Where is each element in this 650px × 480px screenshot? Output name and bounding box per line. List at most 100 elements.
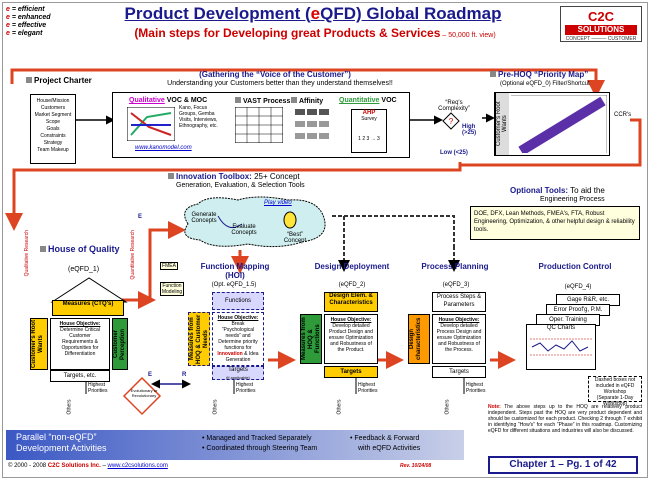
toolbox-eval: Evaluate Concepts (231, 224, 257, 236)
qual-title: Qualitative VOC & MOC (129, 97, 207, 104)
prehoq-col: Customer's Root Wants (495, 93, 509, 155)
dd-hp: Highest Priorities (358, 382, 378, 394)
title-pre: Product Development ( (124, 4, 311, 23)
parallel-b4: with eQFD Activities (358, 445, 421, 452)
prehoq-ccr: CCR's (614, 112, 632, 118)
pp-targets: Targets (432, 366, 486, 378)
dd-cell: Design Elem. & Characteristics (324, 292, 378, 312)
footer-url[interactable]: www.c2csolutions.com (107, 463, 168, 469)
vast-grid (235, 107, 283, 143)
footer: © 2000 - 2008 C2C Solutions Inc. – www.c… (8, 463, 168, 469)
toolbox-line2: Generation, Evaluation, & Selection Tool… (176, 182, 305, 189)
toolbox-gen: Generate Concepts (191, 212, 217, 224)
footer-copy: © 2000 - 2008 (8, 463, 48, 469)
prehoq-low: Low (<25) (440, 150, 468, 156)
quant-title: Quantitative VOC (339, 97, 397, 104)
pc-note-text: Dashed boxes not included in eQFD Worksh… (594, 377, 636, 395)
toolbox-title2: 25+ Concept (251, 172, 300, 181)
footer-rev: Rev. 10/24/08 (400, 463, 432, 469)
pc-note: Dashed boxes not included in eQFD Worksh… (588, 376, 642, 407)
parallel-b2: Coordinated through Steering Team (206, 445, 318, 452)
fm-funcs: Functions (212, 292, 264, 310)
hoq-root: Customer's Root Wants (30, 318, 48, 370)
parallel-title: Parallel “non-eQFD”Development Activitie… (16, 432, 107, 454)
hoq-objective: House Objective: Determine Critical Cust… (50, 318, 110, 370)
pc-note-sub: (Separate 1-Day Workshop) (596, 395, 634, 407)
prehoq-map: Customer's Root Wants Importance (494, 92, 610, 156)
note-text: Note: The above steps up to the HOQ are … (488, 404, 642, 434)
dd-side: Measures from HOQ & Functions (300, 314, 322, 364)
page-number: Chapter 1 – Pg. 1 of 42 (488, 456, 638, 474)
qc-chart (530, 338, 592, 356)
decision-diamond: ? (442, 112, 460, 130)
title-post: QFD) Global Roadmap (320, 4, 502, 23)
subtitle-small: – 50,000 ft. view) (440, 32, 496, 39)
fm-others: Others (212, 399, 219, 415)
hoq-sub: (eQFD_1) (68, 266, 100, 273)
qual-rest: VOC & MOC (164, 97, 208, 104)
pc-qc: QC Charts (526, 324, 596, 370)
prehoq-grid (511, 95, 607, 153)
charter-title-text: Project Charter (34, 76, 92, 85)
pp-cell: Process Steps & Parameters (432, 292, 486, 312)
parallel-bullets: • Managed and Tracked Separately• Coordi… (202, 435, 318, 452)
fm-targets-sub: (if applicable) (226, 375, 250, 380)
parallel-l1: Parallel “non-eQFD” (16, 432, 97, 442)
pp-objective: House Objective: Develop detailed Proces… (432, 314, 486, 364)
e-label: E (148, 372, 153, 378)
hoq-perc: Customer Perception (112, 318, 128, 370)
fm-targets: Targets(if applicable) (212, 366, 264, 380)
optional-text: DOE, DFX, Lean Methods, FMEA's, FTA, Rob… (470, 206, 640, 240)
fm-title: Function Mapping (HOI) (200, 262, 270, 280)
charter-title: Project Charter (26, 76, 92, 85)
pc-title: Production Control (538, 262, 612, 271)
pp-sub: (eQFD_3) (442, 282, 470, 288)
toolbox-best: “Best” Concept (283, 232, 307, 244)
voc-panel: Qualitative VOC & MOC Kano, Focus Groups… (112, 92, 410, 158)
voc-subtitle: Understanding your Customers better than… (167, 80, 393, 87)
fm-hp: Highest Priorities (236, 382, 256, 394)
vast-text: VAST Process (243, 98, 291, 105)
tagline-1: = efficient (11, 6, 45, 13)
tagline-3: = effective (11, 22, 47, 29)
parallel-b1: Managed and Tracked Separately (206, 435, 312, 442)
hoq-hp: Highest Priorities (88, 382, 108, 394)
charter-list: House/Mission Customers Market Segment S… (30, 94, 76, 164)
title-e: e (310, 4, 321, 23)
pp-title: Process Planning (421, 262, 489, 271)
fm-objective: House Objective: Break “Psychological ne… (212, 312, 264, 366)
tagline-4: = elegant (11, 30, 43, 37)
footer-c2c: C2C Solutions Inc. (47, 463, 101, 469)
toolbox-title-text: Innovation Toolbox: (176, 172, 252, 181)
ahp-card: AHP Survey 1 2 3 → 3 (351, 109, 387, 153)
pp-others: Others (444, 399, 451, 415)
toolbox-cloud (184, 196, 326, 248)
pp-hp: Highest Priorities (466, 382, 486, 394)
dd-others: Others (336, 399, 343, 415)
kano-link[interactable]: www.kanomodel.com (135, 145, 192, 151)
hoq-obj: Determine Critical Customer Requirements… (60, 327, 100, 357)
hoq-side2: Quantitative Research (130, 230, 136, 280)
note-body: The above steps up to the HOQ are relati… (488, 404, 642, 434)
dd-sub: (eQFD_2) (338, 282, 366, 288)
pc-qc-text: QC Charts (546, 325, 576, 331)
tagline: e = efficient e = enhanced e = effective… (6, 6, 51, 37)
fm-obj2: & Idea Generation (225, 351, 259, 363)
prehoq-question: “Req's Complexity” (438, 100, 470, 112)
affinity-title: Affinity (291, 97, 323, 105)
fm-sub: (Opt. eQFD_1.5) (211, 282, 257, 288)
pc-sub: (eQFD_4) (564, 284, 592, 290)
fm-side: Measures from HOQ & Customer Needs (188, 312, 210, 366)
dd-objective: House Objective: Develop detailed Produc… (324, 314, 378, 364)
pp-side: Design characteristics (408, 314, 430, 364)
qual-word: Qualitative (129, 97, 165, 104)
quant-word: Quantitative (339, 97, 380, 104)
page-subtitle: (Main steps for Developing great Product… (80, 26, 550, 40)
hoq-measures: Measures (CTQ's) (52, 300, 124, 316)
hoq-targets: Targets, etc. (50, 370, 110, 382)
fm-obj-title: House Objective: (217, 315, 259, 321)
play-video-link[interactable]: Play video (264, 200, 292, 206)
fmea-box: FMEA (160, 262, 178, 270)
c2c-logo: C2C SOLUTIONS CONCEPT ——— CUSTOMER (560, 6, 642, 42)
prehoq-subtitle: (Optional eQFD_0) Filter/Shortcut (500, 81, 590, 87)
